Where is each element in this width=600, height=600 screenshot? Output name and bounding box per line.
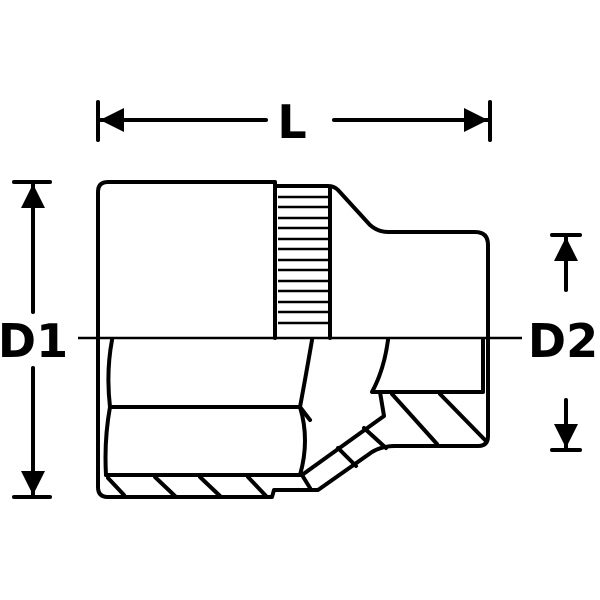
dimension-d1: D1 — [0, 180, 68, 499]
label-d1: D1 — [0, 314, 68, 368]
dimension-d2: D2 — [528, 233, 598, 452]
dimension-l: L — [96, 95, 492, 149]
knurl-band — [273, 184, 332, 340]
socket-body — [96, 180, 490, 499]
label-d2: D2 — [528, 314, 598, 368]
label-l: L — [277, 95, 306, 149]
section-hatching — [106, 392, 487, 498]
